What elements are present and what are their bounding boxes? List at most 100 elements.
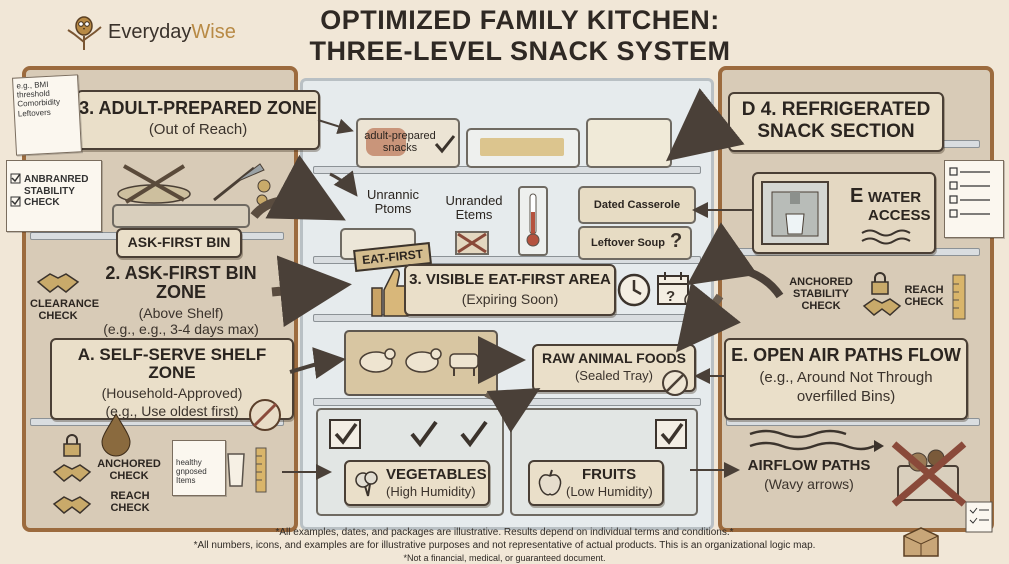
healthy-note-line-1: healthy (176, 458, 202, 467)
question-mark-icon: ? (670, 230, 683, 252)
ask-first-zone-title: 2. ASK-FIRST BIN ZONE (105, 263, 257, 302)
airflow-wavy-arrows (749, 429, 884, 452)
ruler-icon-right (952, 274, 966, 320)
reach-check-left-label: REACH CHECK (100, 490, 160, 514)
ask-first-zone-subtitle-1: (Above Shelf) (138, 304, 224, 321)
handshake-icon-left-2 (52, 464, 92, 482)
anbranred-line-2: STABILITY (24, 185, 75, 197)
adult-zone-subtitle: (Out of Reach) (148, 120, 248, 138)
raw-animal-foods-panel: RAW ANIMAL FOODS (Sealed Tray) (532, 344, 696, 392)
raw-animal-foods-tray (344, 330, 498, 396)
unrannic-line-2: Ptoms (374, 201, 412, 217)
ask-first-bin-tray (112, 204, 250, 228)
anbranred-line-3: CHECK (24, 197, 60, 208)
ask-first-bin-label-panel: ASK-FIRST BIN (116, 228, 242, 258)
footer-disclaimer-3: *Not a financial, medical, or guaranteed… (403, 553, 606, 563)
adult-snacks-line-2: snacks (382, 142, 418, 155)
clearance-line-1: CLEARANCE (30, 298, 100, 310)
leftover-soup-label: Leftover Soup (591, 237, 665, 249)
water-access-title-2: ACCESS (868, 207, 931, 224)
anchored-left-line-1: ANCHORED (97, 458, 161, 470)
water-access-letter: E (850, 185, 864, 207)
anbranred-stability-note: ANBRANRED STABILITY CHECK (6, 160, 102, 232)
interior-shelf-4 (313, 398, 701, 406)
adult-prepared-container: adult-prepared snacks (356, 118, 460, 168)
handshake-icon-right (862, 298, 902, 316)
anchored-left-line-2: CHECK (109, 470, 149, 483)
padlock-icon-right (871, 272, 889, 295)
adult-snacks-line-1: adult-prepared (364, 130, 436, 142)
no-symbol-icon (662, 370, 688, 396)
airflow-title: AIRFLOW PATHS (747, 457, 871, 474)
airflow-subtitle: (Wavy arrows) (764, 475, 854, 492)
dated-casserole-container: Dated Casserole (578, 186, 696, 224)
cup-and-ruler-icon (227, 447, 267, 493)
vegetables-subtitle: (High Humidity) (386, 484, 476, 499)
unranded-label: Unranded Etems (434, 193, 514, 223)
unrannic-line-1: Unrannic (366, 187, 420, 202)
refrigerated-snack-section-panel: D 4. REFRIGERATED SNACK SECTION (728, 92, 944, 152)
clearance-line-2: CHECK (38, 310, 78, 323)
ask-first-zone-subtitle-2: (e.g., e.g., 3-4 days max) (103, 320, 259, 337)
brand-logo: EverydayWise (62, 12, 262, 52)
healthy-note-line-3: Items (176, 476, 196, 486)
wavy-lines-icon (861, 229, 911, 245)
open-air-title: E. OPEN AIR PATHS FLOW (731, 345, 961, 365)
refrigerated-title-2: SNACK SECTION (757, 120, 915, 142)
checklist-note-right (944, 160, 1004, 238)
reach-right-line-2: CHECK (904, 296, 944, 309)
vegetables-panel: VEGETABLES (High Humidity) (344, 460, 490, 506)
ask-first-bin-zone-panel: 2. ASK-FIRST BIN ZONE (Above Shelf) (e.g… (78, 262, 284, 337)
title-line-1: OPTIMIZED FAMILY KITCHEN: (320, 5, 720, 35)
healthy-items-note: healthy gnposed Items (172, 440, 226, 496)
water-dispenser-icon (761, 181, 829, 245)
open-air-paths-flow-panel: E. OPEN AIR PATHS FLOW (e.g., Around Not… (724, 338, 968, 420)
no-animal-icon (249, 399, 281, 431)
vegetable-check-icons (328, 416, 498, 461)
self-serve-zone-title: A. SELF-SERVE SHELF ZONE (77, 345, 267, 382)
healthy-note-line-2: gnposed (176, 467, 207, 477)
anchored-stability-check-right-label: ANCHORED STABILITY CHECK (780, 276, 862, 312)
brand-name-accent: Wise (191, 21, 236, 43)
reach-right-line-1: REACH (904, 284, 944, 296)
open-air-subtitle-2: overfilled Bins) (796, 388, 896, 406)
refrigerated-title-1: D 4. REFRIGERATED (741, 99, 931, 120)
dated-casserole-label: Dated Casserole (593, 199, 681, 211)
anbranred-line-1: ANBRANRED (24, 174, 89, 185)
overfilled-bin-crossed-icon (891, 441, 967, 507)
fruits-subtitle: (Low Humidity) (566, 484, 653, 499)
anchored-right-line-2: STABILITY (792, 288, 849, 301)
self-serve-zone-subtitle-1: (Household-Approved) (101, 384, 243, 401)
leftover-soup-container: Leftover Soup ? (578, 226, 692, 260)
owl-tree-icon (67, 16, 102, 50)
unrannic-label: Unrannic Ptoms (348, 187, 438, 217)
bmi-note: e.g., BMI threshold Comorbidity Leftover… (12, 74, 82, 156)
reach-left-line-2: CHECK (110, 502, 150, 515)
ask-first-bin-label: ASK-FIRST BIN (127, 234, 231, 250)
crossed-box-icon (454, 230, 490, 261)
clearance-check-label: CLEARANCE CHECK (30, 298, 100, 323)
water-access-panel: E WATER ACCESS (752, 172, 936, 254)
adult-prepared-zone-panel: 3. ADULT-PREPARED ZONE (Out of Reach) (76, 90, 320, 150)
fruits-title: FRUITS (582, 466, 637, 483)
self-serve-zone-subtitle-2: (e.g., Use oldest first) (105, 402, 239, 419)
title-line-2: THREE-LEVEL SNACK SYSTEM (309, 36, 731, 66)
anchored-right-line-1: ANCHORED (789, 276, 853, 288)
cardboard-box-icon (903, 527, 939, 557)
eat-first-subtitle: (Expiring Soon) (461, 290, 559, 307)
anchored-right-line-3: CHECK (801, 300, 841, 313)
utensils-icon (117, 163, 271, 206)
clock-icon (617, 273, 651, 307)
svg-text:?: ? (666, 288, 675, 305)
vegetable-icon (355, 471, 378, 497)
padlock-icon-left (63, 434, 81, 457)
fruits-panel: FRUITS (Low Humidity) (528, 460, 664, 506)
raw-title: RAW ANIMAL FOODS (542, 350, 686, 366)
eat-first-title: 3. VISIBLE EAT-FIRST AREA (409, 271, 611, 288)
water-access-title-1: WATER (868, 189, 922, 206)
unranded-line-2: Etems (455, 207, 493, 223)
clipboard-icon (965, 501, 993, 533)
raw-subtitle: (Sealed Tray) (574, 367, 654, 383)
animal-icons (359, 348, 479, 376)
